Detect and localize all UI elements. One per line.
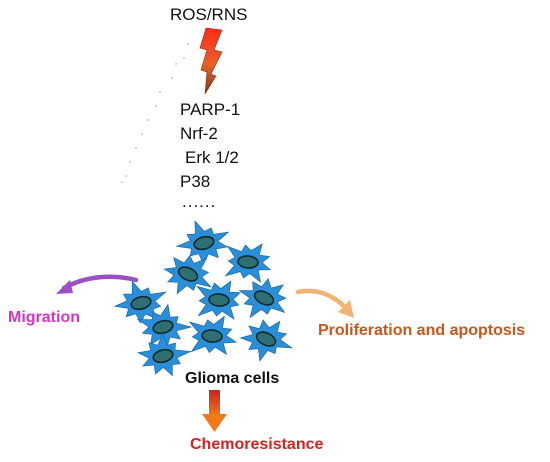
molecule-erk: Erk 1/2 (185, 148, 239, 167)
cell-nucleus (237, 255, 259, 269)
cell-nucleus (177, 266, 199, 282)
cell-nucleus (253, 290, 275, 306)
cell-nucleus (130, 295, 152, 311)
cell-nucleus (208, 293, 230, 307)
glioma-cells-label: Glioma cells (185, 370, 280, 387)
migration-label: Migration (8, 309, 80, 326)
glioma-cells-cluster (113, 220, 294, 377)
chemoresistance-label: Chemoresistance (190, 436, 324, 453)
cell-nucleus (152, 319, 174, 335)
cell-nucleus (193, 235, 215, 251)
lightning-bolt-icon (199, 27, 223, 95)
stimulus-label: ROS/RNS (170, 5, 248, 24)
cell-nucleus (201, 329, 223, 343)
speckle-dots (121, 43, 189, 183)
proliferation-label: Proliferation and apoptosis (318, 322, 526, 339)
molecule-p38: P38 (180, 172, 211, 191)
molecule-nrf2: Nrf-2 (180, 124, 218, 143)
proliferation-arrow (295, 288, 354, 318)
molecule-parp1: PARP-1 (180, 100, 241, 119)
chemoresistance-arrow (202, 390, 227, 432)
migration-arrow (56, 274, 139, 294)
cell-nucleus (152, 348, 174, 364)
cell-nucleus (255, 331, 277, 347)
molecule-ellipsis: ...... (182, 192, 217, 211)
